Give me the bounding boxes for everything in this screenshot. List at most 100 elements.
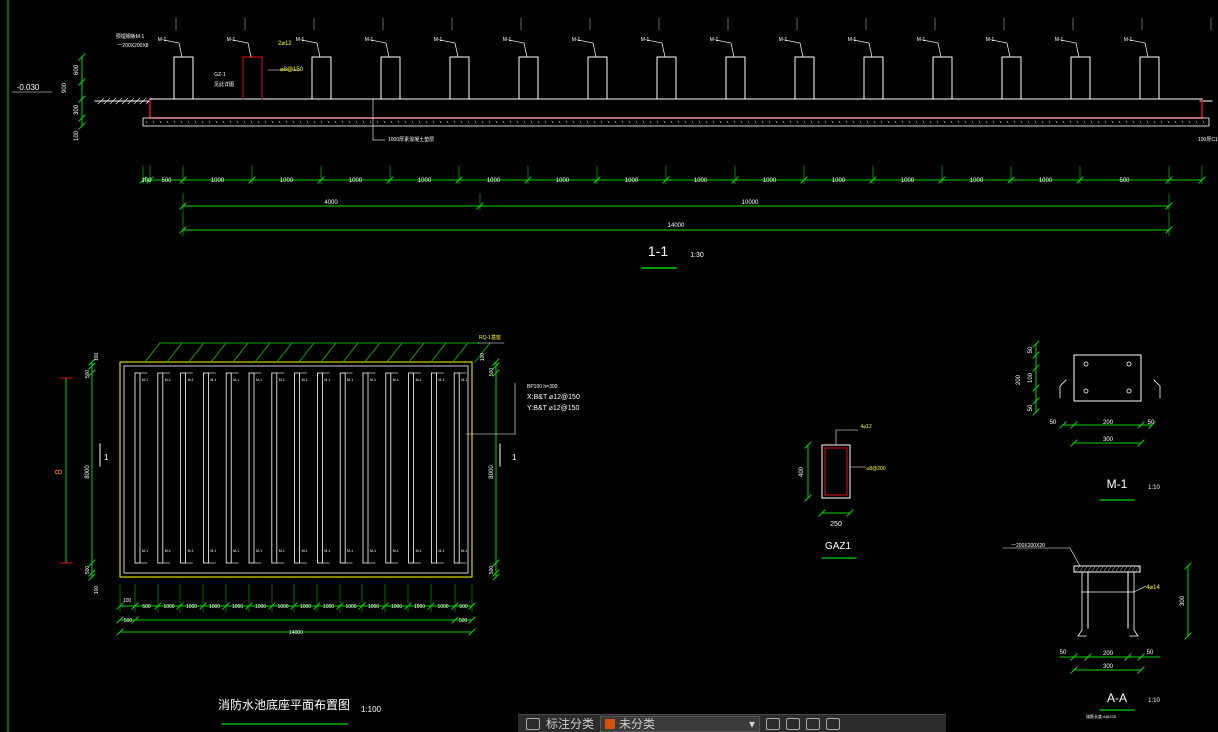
dim-row1-text: 1000 (901, 178, 915, 184)
copy-icon[interactable] (806, 717, 821, 730)
dim-tick (88, 573, 96, 581)
concrete-dot (152, 120, 155, 124)
concrete-dot (859, 120, 862, 124)
plan-pier-strip (271, 372, 278, 564)
plan-pier-strip (157, 372, 164, 564)
concrete-dot (614, 120, 617, 124)
pier-leader (439, 39, 459, 58)
concrete-dot (1062, 120, 1065, 124)
section-note-top-left-1: 预埋钢板M-1 (116, 33, 145, 40)
ground-hatch (121, 97, 129, 105)
concrete-dot (621, 120, 624, 124)
concrete-dot (642, 120, 645, 124)
concrete-dot (810, 120, 813, 124)
concrete-dot (936, 120, 939, 124)
plan-dim-bottom-text: 1000 (255, 604, 266, 610)
concrete-dot (1160, 120, 1163, 124)
concrete-dot (502, 120, 505, 124)
dim-tick (492, 569, 500, 577)
concrete-dot (180, 120, 183, 124)
dim-tick (131, 616, 139, 624)
pier-label: M-1 (641, 37, 650, 43)
plan-dim-left-s3: 100 (94, 353, 100, 362)
plan-strip-cap-top: M-1 (347, 378, 353, 382)
dim-tick (1070, 439, 1078, 447)
concrete-dot (1097, 120, 1100, 124)
concrete-dot (1027, 120, 1030, 124)
pier-leader (715, 39, 735, 58)
concrete-dot (1041, 120, 1044, 124)
plan-dim-bottom-text: 1000 (323, 604, 334, 610)
concrete-dot (712, 120, 715, 124)
gaz1-height: 400 (799, 466, 805, 477)
concrete-dot (551, 120, 554, 124)
pier-label: M-1 (365, 37, 374, 43)
m1-bolt-hole (1083, 388, 1089, 394)
concrete-dot (439, 120, 442, 124)
pier-label: M-1 (434, 37, 443, 43)
dim-tick (1084, 653, 1092, 661)
concrete-dot (908, 120, 911, 124)
base-slab-outline (149, 98, 1203, 119)
layers-icon[interactable] (526, 717, 540, 730)
section-note-top-left-2: 一200X200X8 (117, 43, 148, 49)
m1-total: 300 (1103, 437, 1114, 443)
plan-strip-cap-bottom: M-1 (188, 549, 194, 553)
concrete-dot (292, 120, 295, 124)
dim-row1-text: 1000 (694, 178, 708, 184)
dim-tick (78, 122, 86, 130)
delete-icon[interactable] (826, 717, 841, 730)
concrete-dot (278, 120, 281, 124)
concrete-dot (390, 120, 393, 124)
plan-strip-cap-bottom: M-1 (233, 549, 239, 553)
concrete-dot (985, 120, 988, 124)
pier-label: M-1 (227, 37, 236, 43)
concrete-dot (299, 120, 302, 124)
concrete-dot (579, 120, 582, 124)
concrete-dot (530, 120, 533, 124)
plan-top-leader (188, 342, 205, 363)
aa-plate-hatch (1091, 566, 1096, 572)
concrete-dot (369, 120, 372, 124)
pier-leader (991, 39, 1011, 58)
concrete-dot (628, 120, 631, 124)
plan-strip-cap-top: M-1 (256, 378, 262, 382)
concrete-dot (194, 120, 197, 124)
aa-anchor-leader (1133, 585, 1147, 593)
layer-dropdown[interactable]: 未分类 ▾ (600, 715, 761, 732)
share-icon[interactable] (786, 717, 801, 730)
pier-leader (1060, 39, 1080, 58)
gaz1-stirrup-text: ⌀8@200 (866, 466, 885, 472)
gaz1-outline (821, 444, 851, 499)
concrete-dot (852, 120, 855, 124)
concrete-dot (1034, 120, 1037, 124)
plan-strip-cap-top: M-1 (210, 378, 216, 382)
plan-top-leader (474, 342, 491, 363)
dim-row1-text: 1000 (625, 178, 639, 184)
concrete-dot (593, 120, 596, 124)
concrete-dot (698, 120, 701, 124)
plan-top-leader (254, 342, 271, 363)
plan-top-leader (408, 342, 425, 363)
plan-strip-cap-top: M-1 (416, 378, 422, 382)
pier-label: M-1 (917, 37, 926, 43)
concrete-dot (880, 120, 883, 124)
aa-plate-hatch (1075, 566, 1080, 572)
concrete-dot (1069, 120, 1072, 124)
m1-dim-h3: 50 (1148, 420, 1155, 426)
concrete-dot (887, 120, 890, 124)
left-dim-600: 600 (74, 64, 80, 75)
plan-note-1: BP100 h=300 (527, 384, 558, 390)
m1-section-mark-left (1059, 379, 1067, 399)
concrete-dot (824, 120, 827, 124)
concrete-dot (257, 120, 260, 124)
concrete-dot (516, 120, 519, 124)
concrete-dot (264, 120, 267, 124)
concrete-dot (817, 120, 820, 124)
plan-pier-strip (180, 372, 187, 564)
pier-outline (311, 56, 332, 100)
edit-icon[interactable] (766, 717, 781, 730)
concrete-dot (537, 120, 540, 124)
m1-dim-h1: 50 (1050, 420, 1057, 426)
